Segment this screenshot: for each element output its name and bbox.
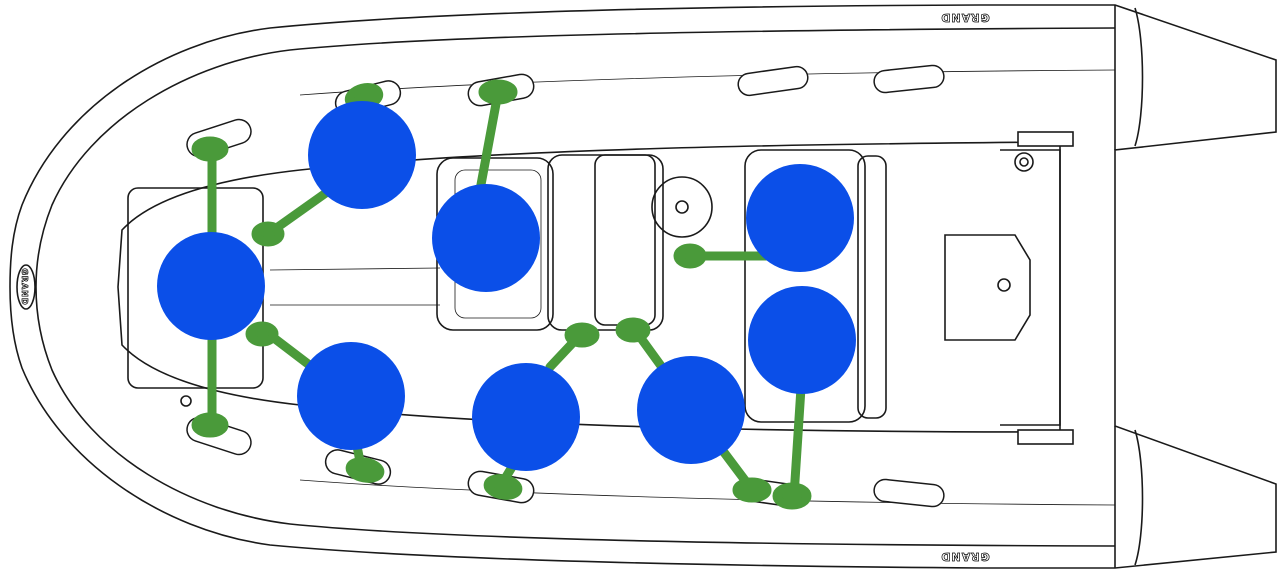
tether-clip: [564, 322, 600, 348]
steering-wheel: [651, 176, 713, 238]
person-marker: [748, 286, 856, 394]
rear-bench-back: [857, 155, 887, 419]
tether-clip: [673, 243, 707, 269]
tube-inner-line: [35, 27, 1116, 547]
tether-clip: [483, 474, 523, 500]
steering-hub: [675, 200, 689, 214]
bow-eye: [16, 264, 36, 310]
tether-clip: [245, 321, 279, 347]
person-marker: [637, 356, 745, 464]
tether-clip: [191, 412, 229, 438]
tether-clip: [615, 317, 651, 343]
tube-end-top: [1114, 5, 1144, 150]
drain-plug: [180, 395, 192, 407]
grab-handle: [873, 64, 945, 94]
transom-bracket-top: [1017, 131, 1074, 147]
person-marker: [432, 184, 540, 292]
engine-well: [944, 234, 1031, 341]
person-marker: [746, 164, 854, 272]
tube-end-bottom: [1114, 426, 1144, 568]
person-marker: [308, 101, 416, 209]
brand-label-bottom: GRAND: [940, 550, 989, 563]
person-marker: [472, 363, 580, 471]
brand-label-bow: GRAND: [20, 268, 29, 305]
tether-clip: [772, 482, 812, 510]
people: [157, 101, 856, 471]
grab-handle: [873, 478, 945, 508]
person-marker: [297, 342, 405, 450]
tube-seam-bottom: [299, 479, 1116, 506]
tether-clip: [251, 221, 285, 247]
transom-bracket-bottom: [1017, 429, 1074, 445]
person-marker: [157, 232, 265, 340]
stern-fitting: [997, 278, 1011, 292]
deck-line-upper: [269, 267, 441, 306]
fuel-cap: [1014, 152, 1034, 172]
transom: [1000, 149, 1061, 426]
tether-clip: [191, 136, 229, 162]
tether-clip: [345, 457, 385, 483]
tether-clip: [732, 477, 772, 503]
fuel-cap-inner: [1019, 157, 1029, 167]
brand-label-top: GRAND: [940, 11, 989, 24]
tether-line: [265, 330, 317, 372]
tether-line: [789, 383, 806, 501]
rear-bench: [744, 149, 866, 423]
tether-clip: [478, 79, 518, 105]
grab-handle: [737, 65, 809, 97]
tether-line: [475, 88, 503, 195]
